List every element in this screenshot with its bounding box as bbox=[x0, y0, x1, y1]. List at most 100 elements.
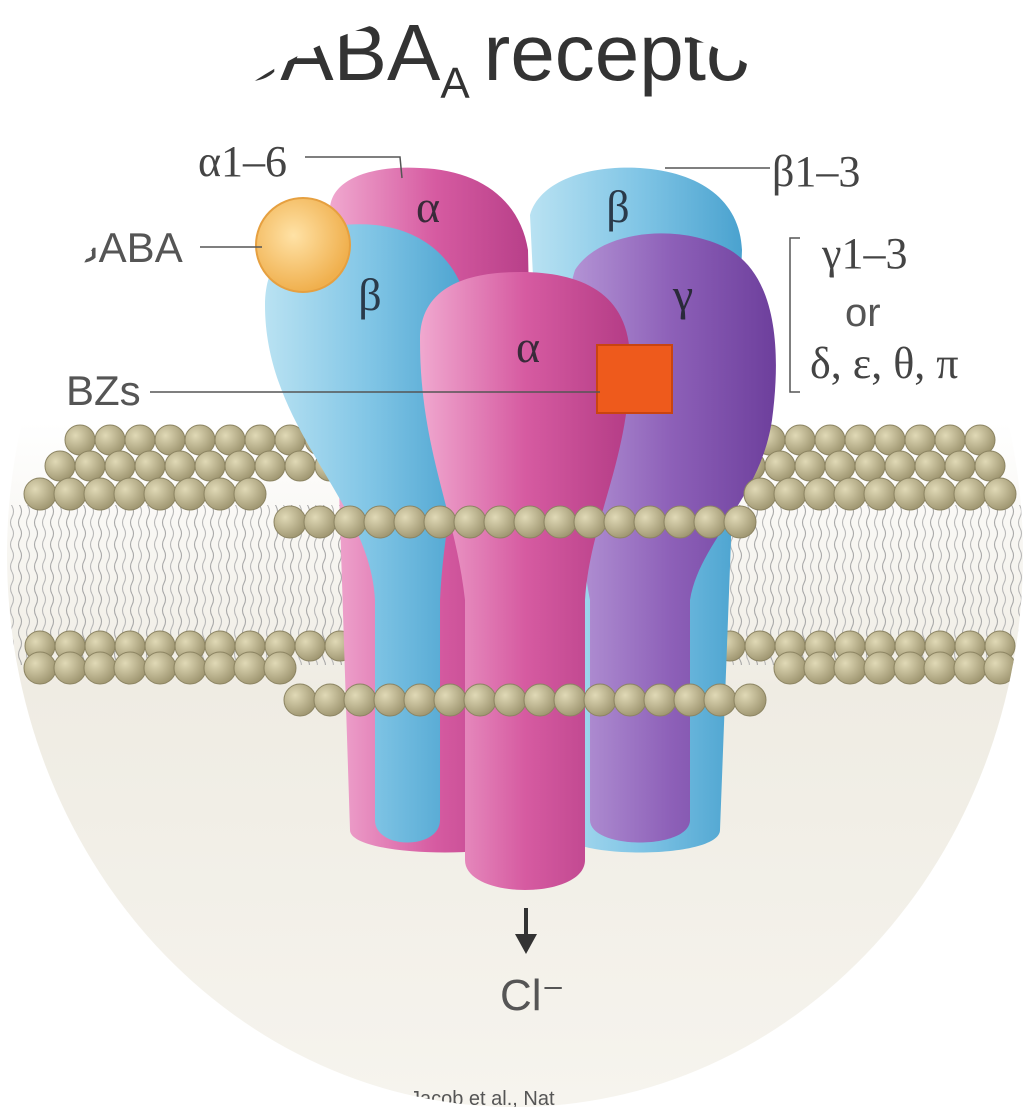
lipid-head bbox=[524, 684, 556, 716]
bzs-binding-site bbox=[597, 345, 672, 413]
lipid-head bbox=[274, 506, 306, 538]
lipid-head bbox=[544, 506, 576, 538]
lipid-head bbox=[785, 425, 815, 455]
lipid-head bbox=[364, 506, 396, 538]
lipid-head bbox=[174, 652, 206, 684]
lipid-head bbox=[834, 652, 866, 684]
lipid-head bbox=[334, 506, 366, 538]
lipid-head bbox=[984, 652, 1016, 684]
lipid-head bbox=[195, 451, 225, 481]
title-suffix: recepto bbox=[484, 8, 751, 97]
title-subscript: A bbox=[440, 59, 470, 108]
lipid-head bbox=[114, 478, 146, 510]
label-chloride: Cl⁻ bbox=[500, 971, 565, 1020]
lipid-head bbox=[774, 652, 806, 684]
lipid-head bbox=[204, 478, 236, 510]
lipid-head bbox=[464, 684, 496, 716]
lipid-head bbox=[674, 684, 706, 716]
lipid-head bbox=[804, 652, 836, 684]
lipid-head bbox=[24, 652, 56, 684]
lipid-head bbox=[915, 451, 945, 481]
lipid-head bbox=[815, 425, 845, 455]
title-main: GABA bbox=[218, 8, 441, 97]
lipid-head bbox=[225, 451, 255, 481]
lipid-head bbox=[864, 478, 896, 510]
lipid-head bbox=[484, 506, 516, 538]
lipid-head bbox=[204, 652, 236, 684]
lipid-head bbox=[825, 451, 855, 481]
lipid-head bbox=[574, 506, 606, 538]
lipid-head bbox=[975, 451, 1005, 481]
label-gamma-range: γ1–3 bbox=[821, 229, 907, 278]
gaba-molecule bbox=[256, 198, 350, 292]
lipid-head bbox=[765, 451, 795, 481]
lipid-head bbox=[264, 652, 296, 684]
lipid-head bbox=[234, 478, 266, 510]
label-beta-range: β1–3 bbox=[772, 147, 860, 196]
label-alpha-range: α1–6 bbox=[198, 137, 287, 186]
lipid-head bbox=[894, 652, 926, 684]
lipid-head bbox=[965, 425, 995, 455]
lipid-head bbox=[935, 425, 965, 455]
lipid-head bbox=[855, 451, 885, 481]
lipid-head bbox=[924, 478, 956, 510]
lipid-head bbox=[954, 652, 986, 684]
lipid-head bbox=[314, 684, 346, 716]
lipid-head bbox=[54, 652, 86, 684]
lipid-head bbox=[554, 684, 586, 716]
lipid-head bbox=[165, 451, 195, 481]
lipid-head bbox=[114, 652, 146, 684]
lipid-head bbox=[95, 425, 125, 455]
subunit-beta-back-label: β bbox=[606, 181, 629, 232]
lipid-head bbox=[24, 478, 56, 510]
lipid-head bbox=[255, 451, 285, 481]
lipid-head bbox=[144, 478, 176, 510]
lipid-head bbox=[644, 684, 676, 716]
lipid-head bbox=[54, 478, 86, 510]
lipid-head bbox=[434, 684, 466, 716]
lipid-head bbox=[404, 684, 436, 716]
lipid-head bbox=[394, 506, 426, 538]
lipid-head bbox=[284, 684, 316, 716]
lipid-head bbox=[885, 451, 915, 481]
lipid-head bbox=[84, 652, 116, 684]
subunit-alpha-back-label: α bbox=[416, 181, 440, 232]
label-alternatives: δ, ε, θ, π bbox=[810, 339, 959, 388]
lipid-head bbox=[834, 478, 866, 510]
lipid-head bbox=[344, 684, 376, 716]
lipid-head bbox=[304, 506, 336, 538]
lipid-head bbox=[155, 425, 185, 455]
lipid-head bbox=[144, 652, 176, 684]
lipid-head bbox=[174, 478, 206, 510]
lipid-head bbox=[845, 425, 875, 455]
lipid-head bbox=[135, 451, 165, 481]
subunit-gamma-label: γ bbox=[672, 269, 693, 320]
lipid-head bbox=[864, 652, 896, 684]
lipid-head bbox=[604, 506, 636, 538]
subunit-beta-left-label: β bbox=[358, 269, 381, 320]
label-gaba: GABA bbox=[66, 224, 183, 271]
lipid-head bbox=[45, 451, 75, 481]
lipid-head bbox=[664, 506, 696, 538]
lipid-head bbox=[454, 506, 486, 538]
lipid-head bbox=[795, 451, 825, 481]
lipid-head bbox=[234, 652, 266, 684]
lipid-head bbox=[634, 506, 666, 538]
lipid-head bbox=[945, 451, 975, 481]
lipid-head bbox=[774, 478, 806, 510]
lipid-head bbox=[424, 506, 456, 538]
lipid-head bbox=[514, 506, 546, 538]
lipid-head bbox=[125, 425, 155, 455]
lipid-head bbox=[734, 684, 766, 716]
lipid-head bbox=[744, 478, 776, 510]
lipid-head bbox=[245, 425, 275, 455]
lipid-head bbox=[215, 425, 245, 455]
lipid-head bbox=[614, 684, 646, 716]
lipid-head bbox=[84, 478, 116, 510]
lipid-head bbox=[75, 451, 105, 481]
lipid-head bbox=[905, 425, 935, 455]
lipid-head bbox=[704, 684, 736, 716]
lipid-head bbox=[584, 684, 616, 716]
